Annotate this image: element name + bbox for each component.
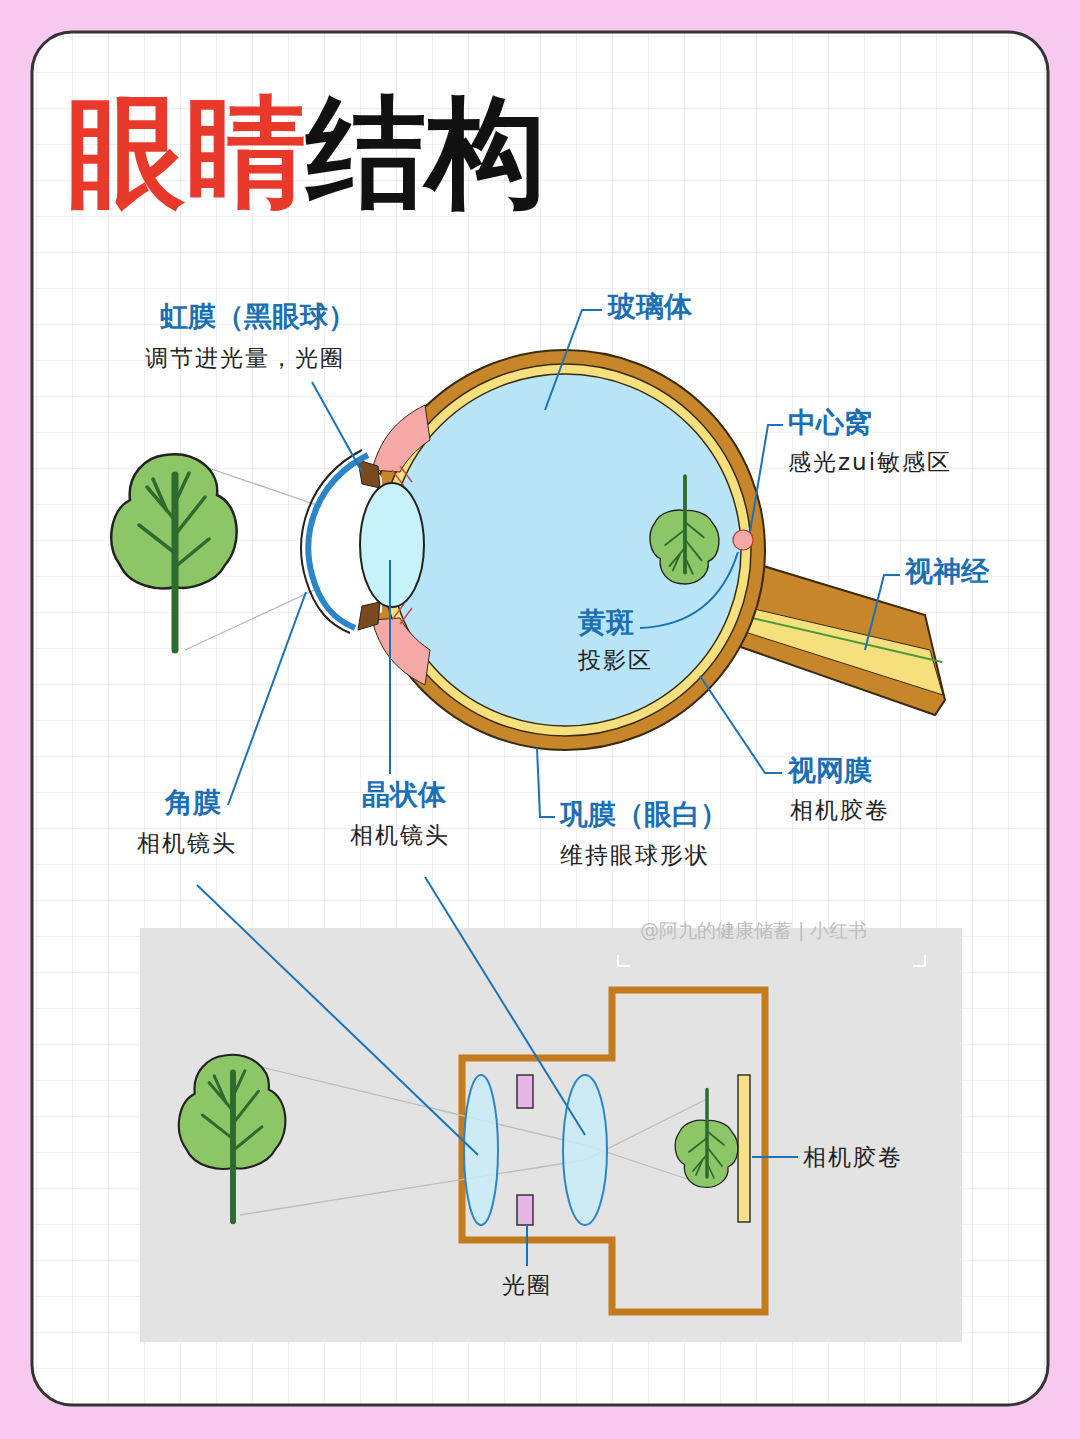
inverted-image bbox=[675, 1090, 738, 1188]
part-note: 相机镜头 bbox=[350, 820, 450, 850]
leader-line bbox=[425, 877, 585, 1135]
part-note: 相机镜头 bbox=[137, 828, 237, 858]
part-label: 角膜 bbox=[165, 786, 221, 820]
eyeball bbox=[372, 618, 430, 685]
part-note: 感光zui敏感区 bbox=[788, 447, 952, 477]
camera bbox=[517, 1075, 533, 1108]
leader-line bbox=[752, 1156, 798, 1158]
optic-nerve bbox=[752, 618, 942, 662]
eyeball bbox=[365, 350, 765, 750]
tree bbox=[179, 1055, 286, 1221]
part-note: 相机胶卷 bbox=[803, 1142, 903, 1172]
leader-line bbox=[228, 592, 306, 805]
camera bbox=[517, 1195, 533, 1225]
part-note: 光圈 bbox=[502, 1270, 552, 1300]
leader-line bbox=[640, 552, 738, 628]
leader-line bbox=[545, 310, 602, 410]
leader-line bbox=[700, 676, 782, 773]
watermark-frame bbox=[618, 955, 925, 966]
camera bbox=[240, 990, 765, 1312]
part-label: 视网膜 bbox=[788, 754, 872, 788]
watermark: @阿九的健康储蓄 | 小红书 bbox=[640, 918, 867, 942]
part-note: 相机胶卷 bbox=[790, 795, 890, 825]
eyeball bbox=[358, 460, 380, 488]
leader-line bbox=[197, 885, 478, 1155]
camera-panel bbox=[140, 928, 962, 1342]
leader-line bbox=[750, 425, 783, 532]
eyeball bbox=[389, 374, 741, 726]
page-title: 眼睛结构 bbox=[66, 88, 546, 218]
leader-line bbox=[526, 1226, 528, 1266]
part-label: 巩膜（眼白） bbox=[560, 798, 728, 832]
part-label: 视神经 bbox=[905, 555, 989, 589]
leader-line bbox=[228, 310, 900, 817]
card bbox=[32, 32, 1048, 1405]
optic-nerve bbox=[745, 608, 943, 695]
camera bbox=[462, 990, 765, 1312]
part-label: 黄斑 bbox=[578, 606, 634, 640]
eyeball bbox=[358, 602, 380, 630]
part-note: 调节进光量，光圈 bbox=[145, 343, 345, 373]
part-label: 晶状体 bbox=[362, 778, 446, 812]
part-note: 维持眼球形状 bbox=[560, 840, 710, 870]
eyeball bbox=[733, 530, 753, 550]
eyeball bbox=[379, 364, 751, 736]
part-label: 玻璃体 bbox=[608, 290, 692, 324]
camera bbox=[738, 1075, 750, 1222]
eyeball bbox=[308, 455, 368, 628]
eyeball bbox=[301, 350, 765, 750]
leader-line bbox=[389, 560, 391, 774]
tree bbox=[111, 454, 236, 650]
card-grid bbox=[32, 32, 1048, 1405]
leader-line bbox=[537, 748, 555, 817]
leader-line bbox=[865, 575, 900, 650]
camera bbox=[464, 1075, 498, 1225]
part-label: 中心窝 bbox=[788, 406, 872, 440]
camera bbox=[563, 1075, 607, 1225]
eyeball bbox=[372, 405, 430, 472]
part-label: 虹膜（黑眼球） bbox=[160, 300, 356, 334]
part-note: 投影区 bbox=[578, 645, 653, 675]
leader-line bbox=[312, 382, 362, 472]
inverted-image bbox=[650, 476, 719, 584]
eyeball bbox=[360, 483, 424, 607]
